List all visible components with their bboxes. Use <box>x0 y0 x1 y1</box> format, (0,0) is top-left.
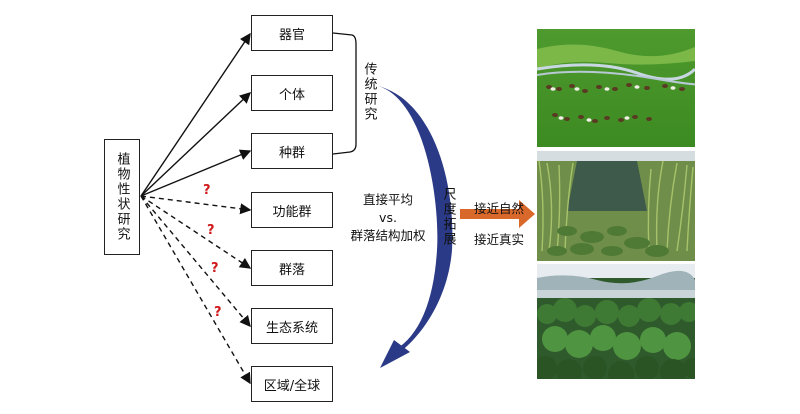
level-community-label: 群落 <box>278 262 305 278</box>
method-direct-average: 直接平均 <box>362 192 413 207</box>
method-vs: vs. <box>379 210 397 225</box>
grassland-photo <box>537 29 695 147</box>
level-ecosystem-box: 生态系统 <box>251 308 333 344</box>
level-organ-box: 器官 <box>251 15 333 51</box>
level-functional-group-label: 功能群 <box>272 204 312 220</box>
level-community-box: 群落 <box>251 250 333 286</box>
level-organ-label: 器官 <box>278 27 305 43</box>
scale-extension-arc <box>378 86 453 358</box>
plant-trait-research-box: 植物性状研究 <box>104 139 140 255</box>
level-ecosystem-label: 生态系统 <box>265 320 318 336</box>
outcome-text: 接近自然 接近真实 <box>467 193 531 255</box>
outcome-closer-reality: 接近真实 <box>473 232 524 247</box>
method-comparison: 直接平均 vs. 群落结构加权 <box>342 191 434 245</box>
level-population-box: 种群 <box>251 133 333 169</box>
arrow-to-community <box>140 195 252 269</box>
question-mark-functional-group: ? <box>203 183 211 198</box>
level-functional-group-box: 功能群 <box>251 192 333 228</box>
outcome-closer-nature: 接近自然 <box>473 201 524 216</box>
arrow-to-organ <box>140 32 251 197</box>
level-individual-box: 个体 <box>251 75 333 111</box>
root-label: 植物性状研究 <box>114 152 130 242</box>
arrow-to-functional-group <box>140 195 252 215</box>
level-region-global-box: 区域/全球 <box>251 366 333 402</box>
level-region-global-label: 区域/全球 <box>263 378 321 394</box>
wetland-illustration <box>537 151 695 261</box>
level-population-label: 种群 <box>278 145 305 161</box>
traditional-bracket <box>332 32 357 155</box>
arrow-to-region-global <box>140 195 251 385</box>
scale-extension-arrowhead <box>380 340 410 368</box>
traditional-research-label: 传统研究 <box>361 62 377 122</box>
question-mark-ecosystem: ? <box>211 261 219 276</box>
level-individual-label: 个体 <box>278 87 305 103</box>
grassland-illustration <box>537 29 695 147</box>
arrow-to-individual <box>140 92 252 197</box>
arrow-to-ecosystem <box>140 195 251 328</box>
forest-photo <box>537 264 695 379</box>
arrow-to-population <box>140 149 252 197</box>
question-mark-community: ? <box>207 223 215 238</box>
scale-extension-label: 尺度拓展 <box>440 187 456 247</box>
method-community-weighted: 群落结构加权 <box>350 228 426 243</box>
outcome-arrow <box>460 200 535 228</box>
wetland-photo <box>537 151 695 261</box>
forest-illustration <box>537 264 695 379</box>
question-mark-region-global: ? <box>214 305 222 320</box>
scale-extension-label-wrap: 尺度拓展 <box>438 187 458 250</box>
traditional-research-label-wrap: 传统研究 <box>358 62 380 125</box>
